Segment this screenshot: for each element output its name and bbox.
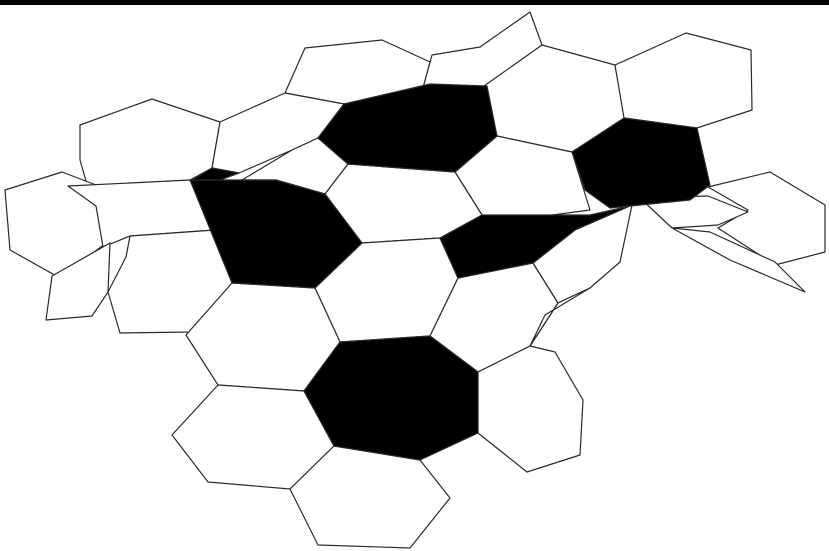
hexagon-face-19	[478, 346, 583, 472]
hexagon-face-5	[80, 99, 220, 188]
hexagon-face-4	[615, 33, 752, 128]
